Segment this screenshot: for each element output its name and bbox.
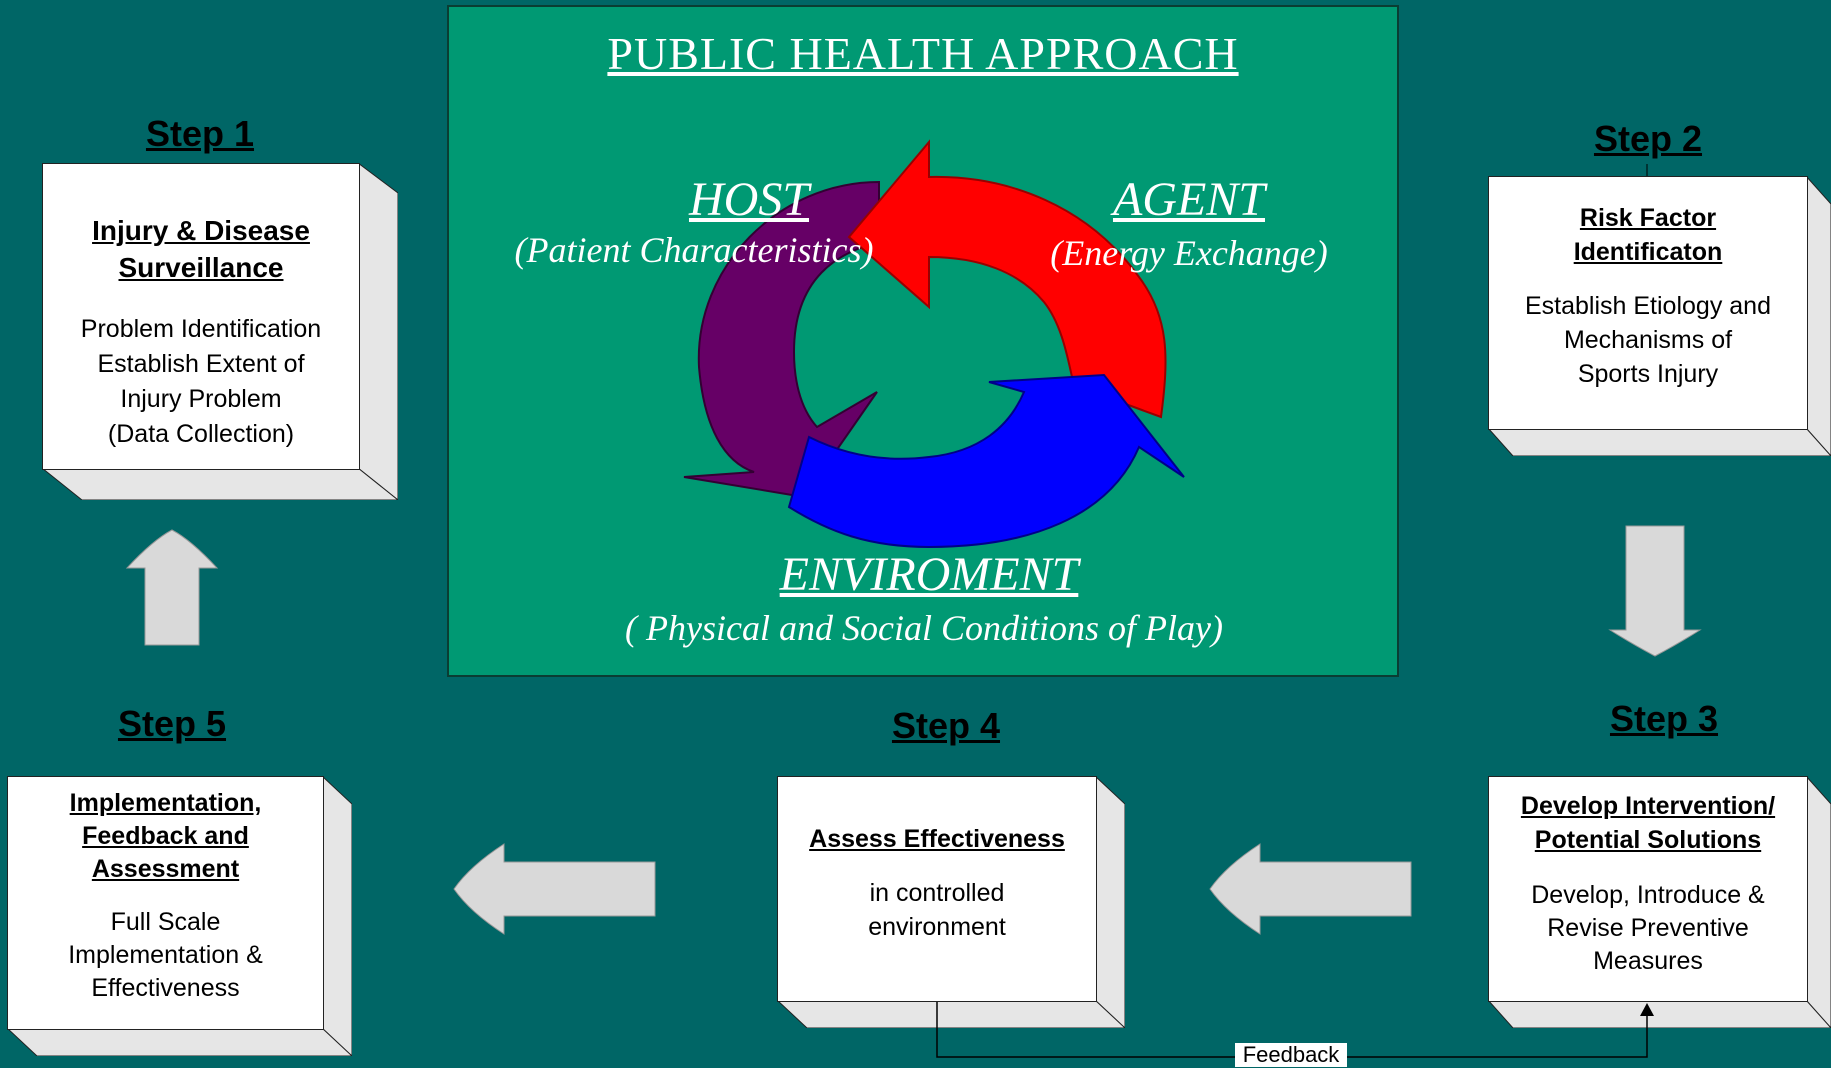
step-1-body-line-2: Establish Extent of (97, 350, 305, 378)
host-label: HOST (688, 173, 810, 226)
step-3-heading-line-1: Develop Intervention/ (1520, 792, 1776, 820)
step-3-heading-line-2: Potential Solutions (1534, 826, 1762, 854)
agent-arrow (847, 139, 1167, 419)
flow-arrow-down (1608, 525, 1702, 657)
public-health-approach-panel: PUBLIC HEALTH APPROACH HOST (Patient Cha… (447, 5, 1399, 677)
env-arrow (787, 373, 1185, 549)
step-4-body-line-1: in controlled (869, 879, 1005, 907)
flow-arrow-left-3-to-4 (1209, 843, 1412, 935)
step-1-body-line-4: (Data Collection) (107, 420, 295, 448)
step-4-box: Assess Effectiveness in controlled envir… (777, 776, 1097, 1002)
agent-label: AGENT (1112, 173, 1265, 226)
step-2-body-line-2: Mechanisms of (1563, 326, 1733, 354)
step-4-box-bevel (777, 776, 1125, 1028)
step-1-body-line-1: Problem Identification (80, 315, 322, 343)
environment-label: ENVIROMENT (779, 548, 1079, 601)
step-5-heading-line-2: Feedback and (82, 822, 249, 850)
step-2-heading-line-2: Identificaton (1573, 238, 1723, 266)
step-1-title: Step 1 (145, 113, 255, 154)
step-2-box-bevel (1488, 176, 1831, 456)
step-2-title: Step 2 (1593, 118, 1703, 159)
step-1-box: Injury & Disease Surveillance Problem Id… (42, 163, 360, 470)
agent-sub-label: (Energy Exchange) (1050, 233, 1328, 273)
step-5-body-line-2: Implementation & (68, 941, 263, 969)
step-5-body-line-1: Full Scale (110, 908, 221, 936)
step-2-heading-line-1: Risk Factor (1579, 204, 1717, 232)
feedback-label: Feedback (1235, 1043, 1347, 1067)
step-3-body-line-2: Revise Preventive (1547, 914, 1749, 942)
step-1-heading-line-2: Surveillance (118, 252, 284, 283)
step-2-body-line-3: Sports Injury (1577, 360, 1719, 388)
step-2-body-line-1: Establish Etiology and (1525, 292, 1771, 320)
step-3-body-line-1: Develop, Introduce & (1531, 881, 1765, 909)
step-3-body-line-3: Measures (1593, 947, 1703, 975)
step-5-box-bevel (7, 776, 352, 1056)
step-3-box: Develop Intervention/ Potential Solution… (1488, 776, 1808, 1002)
step-2-box: Risk Factor Identificaton Establish Etio… (1488, 176, 1808, 430)
host-arrow (683, 180, 880, 499)
step-1-heading-line-1: Injury & Disease (92, 215, 310, 246)
step-5-heading-line-3: Assessment (91, 855, 240, 883)
step-3-box-bevel (1488, 776, 1831, 1028)
cycle-diagram (683, 139, 1185, 549)
step-5-title: Step 5 (117, 703, 227, 744)
host-sub-label: (Patient Characteristics) (514, 230, 874, 270)
step-5-body-line-3: Effectiveness (91, 974, 240, 1002)
environment-sub-label: ( Physical and Social Conditions of Play… (625, 608, 1223, 648)
step-3-title: Step 3 (1609, 698, 1719, 739)
panel-title: PUBLIC HEALTH APPROACH (607, 28, 1239, 79)
step-4-heading-line-1: Assess Effectiveness (809, 825, 1065, 853)
step-4-title: Step 4 (891, 705, 1001, 746)
flow-arrow-up (125, 529, 219, 646)
step-1-body-line-3: Injury Problem (120, 385, 282, 413)
step-5-heading-line-1: Implementation, (69, 789, 262, 817)
step-4-body-line-2: environment (868, 913, 1006, 941)
step-5-box: Implementation, Feedback and Assessment … (7, 776, 324, 1030)
flow-arrow-left-4-to-5 (453, 843, 656, 935)
